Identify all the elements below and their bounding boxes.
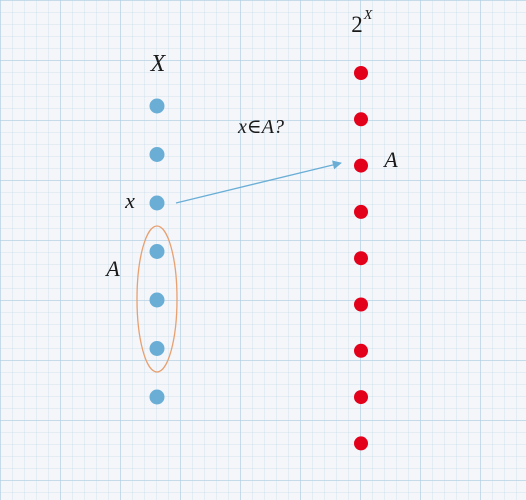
subset-a-point <box>149 292 165 308</box>
subset-a-point <box>149 341 165 356</box>
powerset-point <box>354 390 368 405</box>
element-x-label: x <box>124 188 135 213</box>
powerset-point <box>354 297 368 312</box>
set-x-points <box>149 98 165 405</box>
subset-a-point <box>149 244 165 259</box>
powerset-target-a-label: A <box>382 147 398 172</box>
powerset-point <box>354 436 368 451</box>
powerset-point <box>354 343 368 358</box>
membership-arrow <box>175 160 342 204</box>
powerset-points <box>354 66 368 451</box>
powerset-label: 2 X <box>351 8 372 37</box>
powerset-point <box>354 66 368 80</box>
subset-a-label: A <box>104 256 120 281</box>
powerset-point <box>354 204 368 219</box>
subset-a-ellipse <box>136 225 178 373</box>
set-x-label: X <box>150 51 167 77</box>
set-x-point <box>149 389 165 405</box>
set-x-point <box>149 147 165 162</box>
powerset-point <box>354 251 368 266</box>
powerset-base: 2 <box>351 12 363 37</box>
element-x-point <box>149 195 165 211</box>
powerset-target-point <box>354 158 368 173</box>
powerset-point <box>354 112 368 127</box>
arrow-question-label: x∈A? <box>237 116 284 138</box>
powerset-exponent: X <box>363 8 373 23</box>
set-x-point <box>149 98 165 114</box>
